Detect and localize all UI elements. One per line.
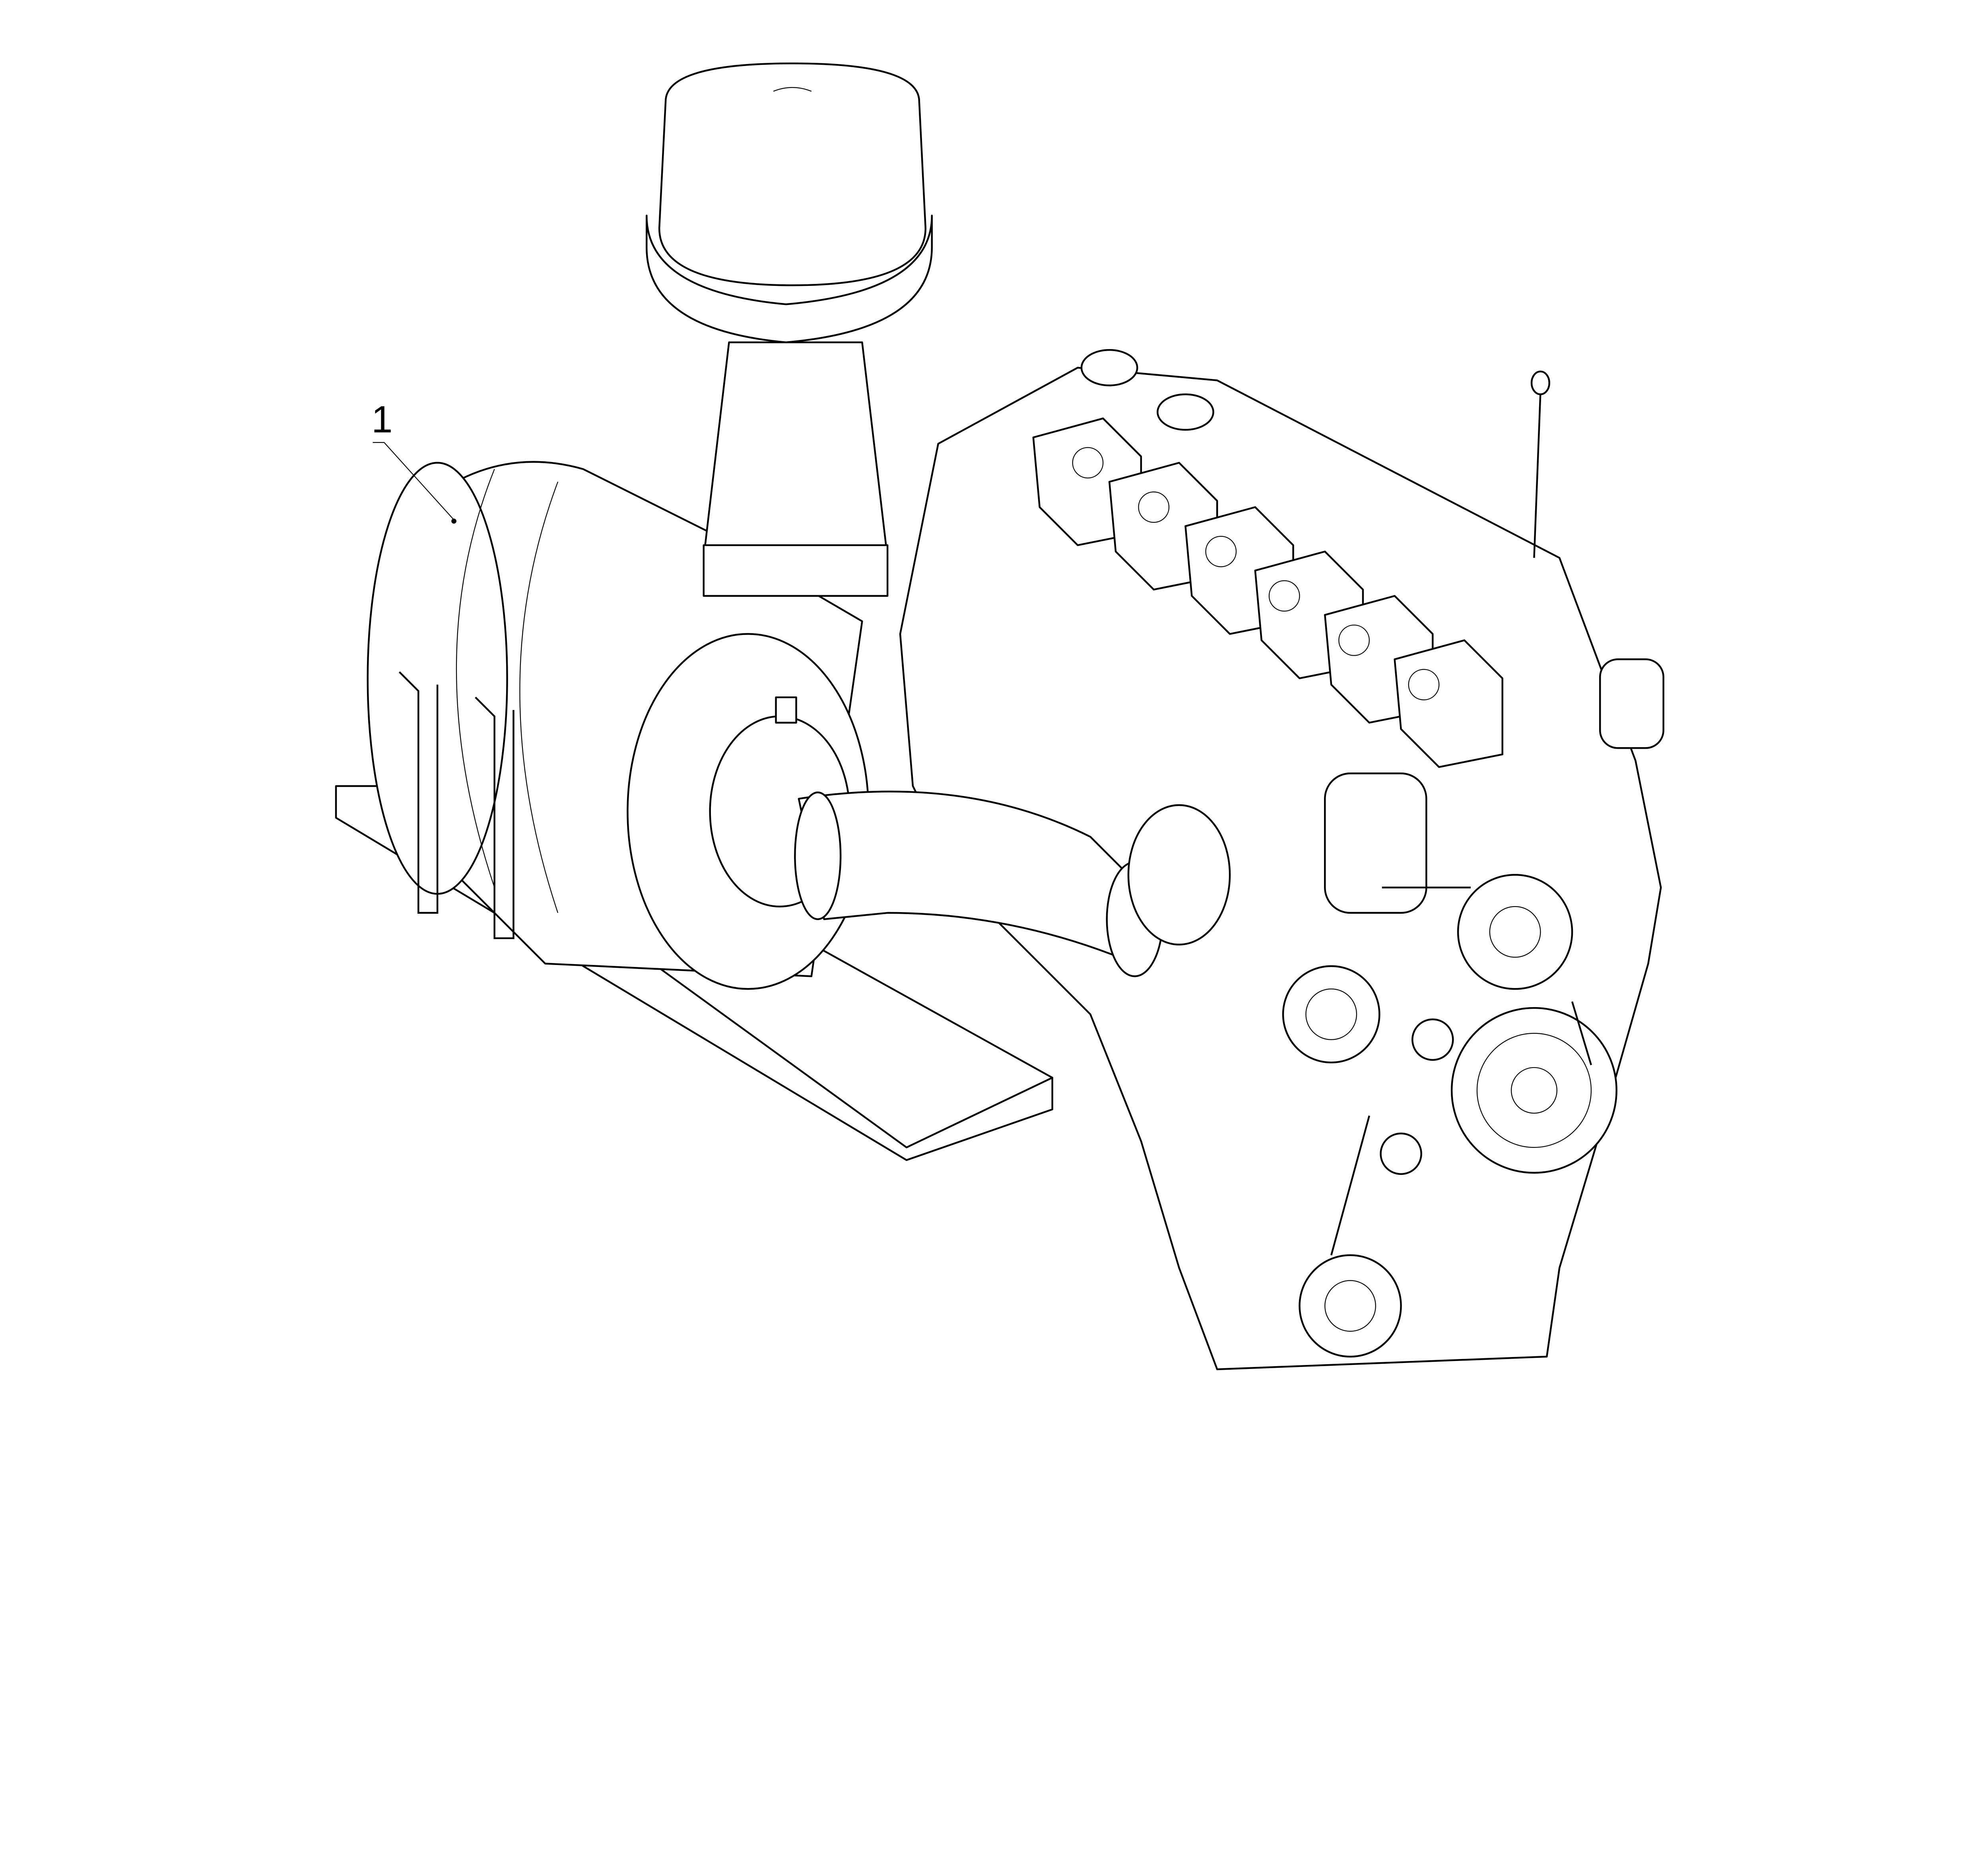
intake-pipe [794, 790, 1231, 977]
coolant-reservoir [1599, 658, 1664, 749]
callout-1: 1 [371, 398, 456, 524]
pre-cleaner [646, 62, 933, 597]
valve-covers [1032, 417, 1503, 768]
leader-line [373, 442, 454, 520]
pulleys [1282, 874, 1617, 1358]
intake-funnel [703, 341, 889, 559]
engine-block [899, 349, 1664, 1371]
pre-cleaner-cap [658, 62, 927, 286]
dipstick [1533, 393, 1541, 558]
breather-cap [1080, 349, 1138, 386]
dipstick-handle [1530, 371, 1550, 395]
breather-cap [1157, 393, 1214, 431]
leader-dot [451, 518, 456, 524]
oil-filter [1324, 772, 1427, 914]
engine-air-filter-diagram: 1 [335, 62, 1664, 1371]
sensor [775, 696, 797, 724]
callout-label: 1 [371, 398, 392, 441]
filter-brackets [398, 671, 514, 939]
